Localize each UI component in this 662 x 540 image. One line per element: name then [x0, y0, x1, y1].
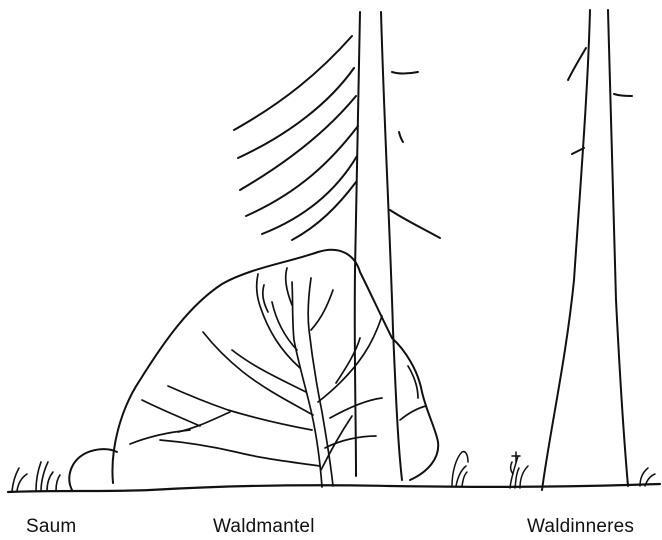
mantle-spruce — [234, 12, 440, 480]
large-shrub-outline — [112, 250, 438, 483]
zone-label-waldinneres: Waldinneres — [527, 516, 634, 538]
zone-label-saum: Saum — [26, 516, 76, 538]
ground-line — [8, 484, 660, 492]
ground-plants — [452, 452, 655, 488]
small-shrub — [69, 449, 117, 490]
grass-tufts-saum — [12, 462, 60, 491]
interior-tree — [542, 10, 632, 490]
zone-label-waldmantel: Waldmantel — [213, 516, 315, 538]
shrub-branches — [130, 268, 426, 487]
